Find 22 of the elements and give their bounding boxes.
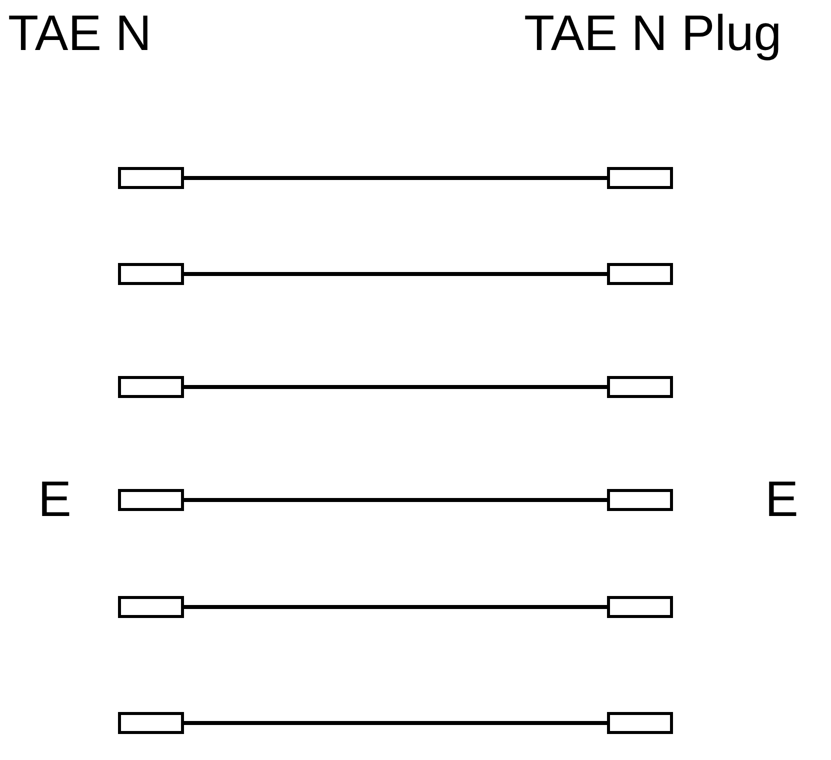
terminal-box bbox=[607, 489, 673, 511]
wire bbox=[184, 272, 607, 276]
terminal-box bbox=[118, 376, 184, 398]
wire bbox=[184, 721, 607, 725]
connector-title: TAE N Plug bbox=[524, 8, 782, 58]
terminal-box bbox=[607, 376, 673, 398]
terminal-box bbox=[607, 263, 673, 285]
terminal-box bbox=[607, 596, 673, 618]
connector-title: TAE N bbox=[8, 8, 152, 58]
wire bbox=[184, 176, 607, 180]
wire bbox=[184, 385, 607, 389]
pin-label: E bbox=[38, 474, 72, 524]
wire bbox=[184, 498, 607, 502]
terminal-box bbox=[118, 596, 184, 618]
wire bbox=[184, 605, 607, 609]
terminal-box bbox=[607, 712, 673, 734]
terminal-box bbox=[118, 167, 184, 189]
terminal-box bbox=[607, 167, 673, 189]
terminal-box bbox=[118, 712, 184, 734]
terminal-box bbox=[118, 489, 184, 511]
terminal-box bbox=[118, 263, 184, 285]
pin-label: E bbox=[765, 474, 798, 524]
